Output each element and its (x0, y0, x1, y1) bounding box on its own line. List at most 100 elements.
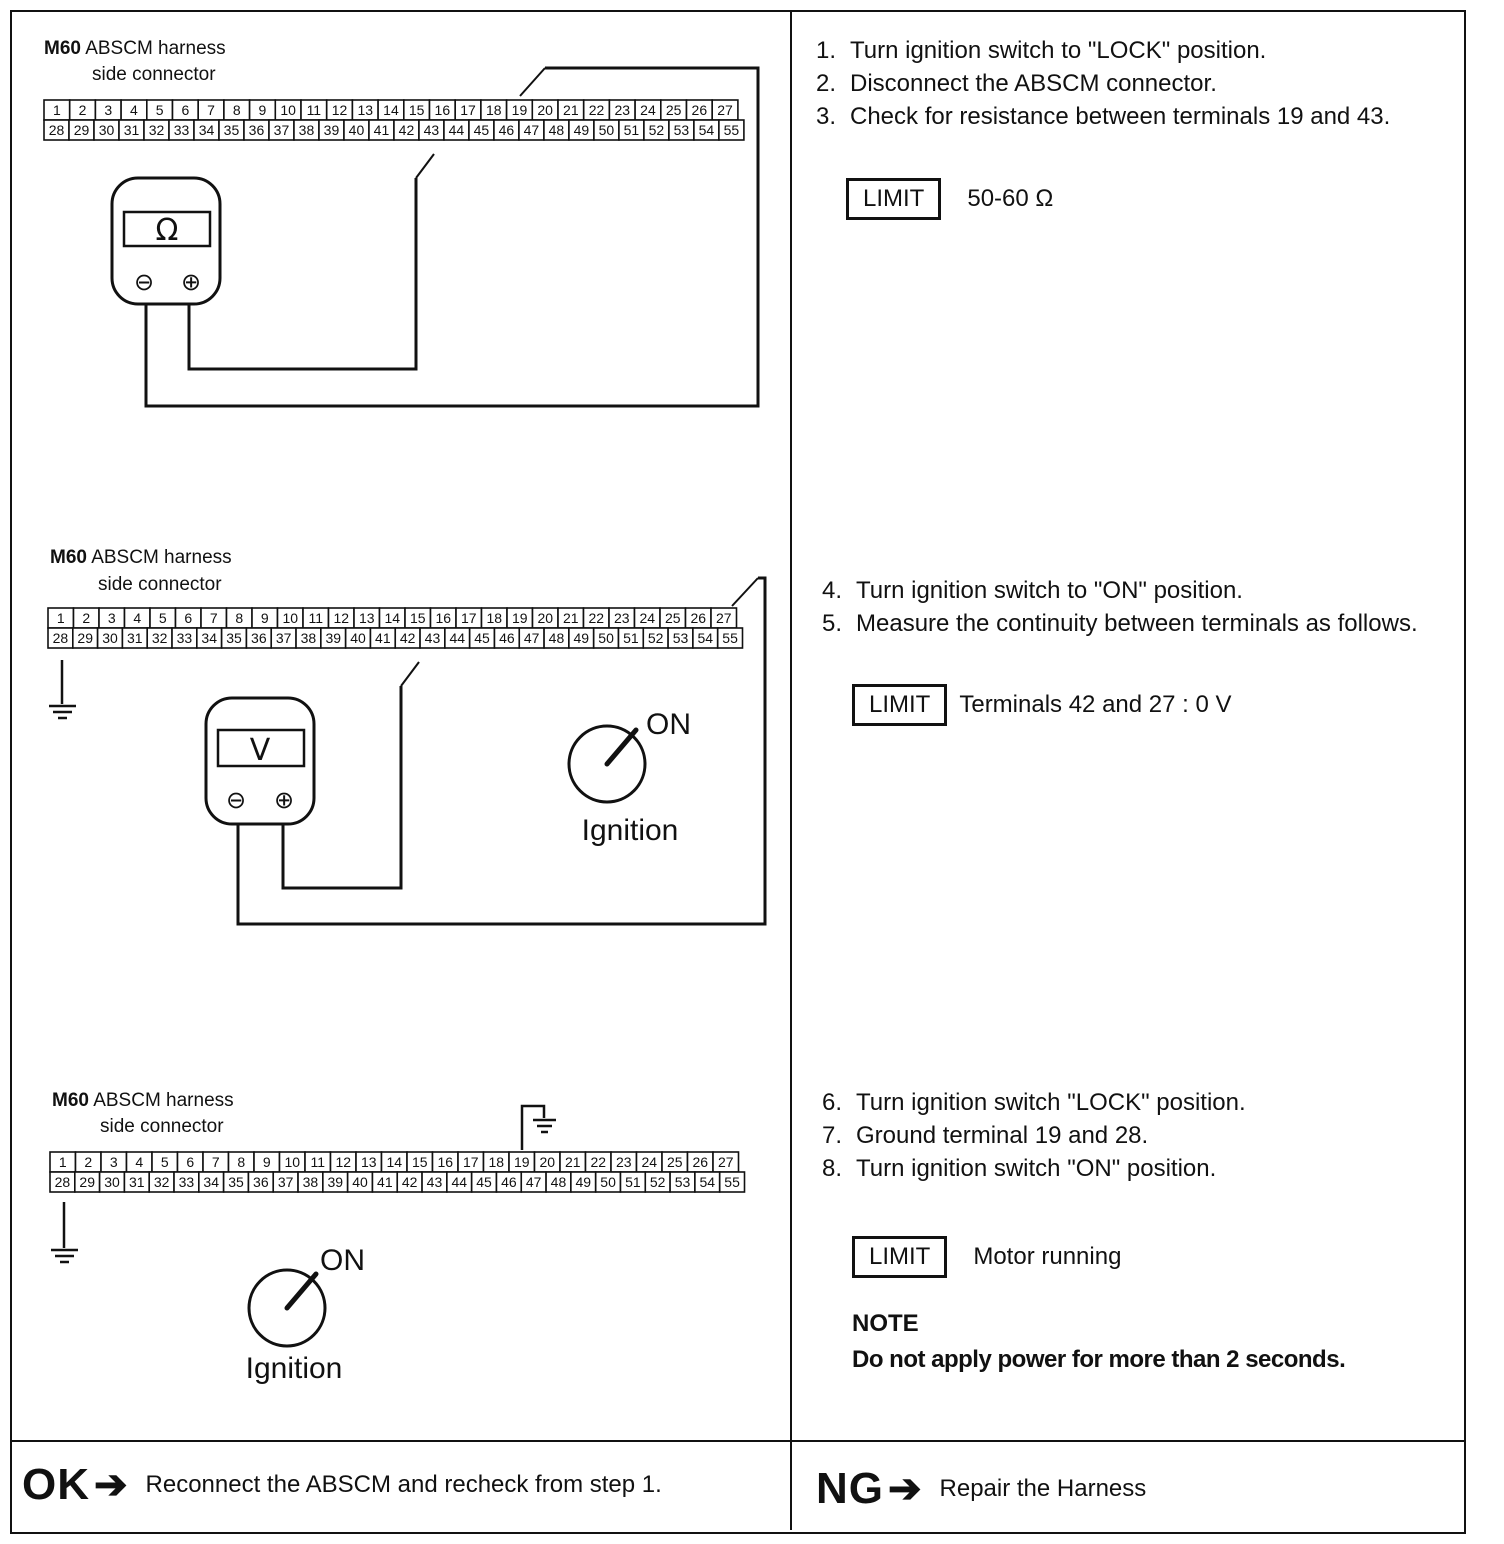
probe-wires-1 (144, 66, 760, 408)
terminal-number: 28 (49, 122, 65, 138)
terminal-number: 48 (549, 122, 565, 138)
voltmeter: V ⊖ ⊕ (204, 696, 316, 826)
terminal-number: 32 (154, 1174, 170, 1190)
step-item: 4.Turn ignition switch to "ON" position. (822, 577, 1243, 604)
terminal-number: 26 (692, 1154, 708, 1170)
terminal-number: 1 (53, 102, 61, 118)
steps-panel-1: 1.Turn ignition switch to "LOCK" positio… (816, 34, 1446, 133)
terminal-number: 40 (352, 1174, 368, 1190)
limit-value: Terminals 42 and 27 : 0 V (959, 691, 1232, 718)
terminal-number: 7 (210, 610, 218, 626)
terminal-number: 14 (386, 1154, 402, 1170)
terminal-number: 9 (263, 1154, 271, 1170)
terminal-number: 27 (717, 102, 733, 118)
steps-panel-3: 6.Turn ignition switch "LOCK" position. … (822, 1086, 1432, 1185)
connector-subtitle-3: side connector (100, 1116, 224, 1137)
terminal-number: 10 (284, 1154, 300, 1170)
ng-action-text: Repair the Harness (939, 1475, 1147, 1502)
terminal-number: 35 (224, 122, 240, 138)
terminal-number: 38 (303, 1174, 319, 1190)
terminal-number: 53 (675, 1174, 691, 1190)
terminal-number: 6 (184, 610, 192, 626)
terminal-number: 22 (589, 102, 605, 118)
terminal-cell (716, 627, 744, 649)
terminal-number: 50 (599, 122, 615, 138)
terminal-number: 25 (665, 610, 681, 626)
terminal-number: 29 (77, 630, 93, 646)
terminal-number: 34 (199, 122, 215, 138)
terminal-number: 6 (181, 102, 189, 118)
terminal-number: 5 (156, 102, 164, 118)
terminal-cell (718, 119, 745, 141)
terminal-number: 8 (237, 1154, 245, 1170)
terminal-number: 3 (104, 102, 112, 118)
terminal-number: 40 (349, 122, 365, 138)
terminal-number: 36 (249, 122, 265, 138)
terminal-number: 17 (463, 1154, 479, 1170)
terminal-number: 9 (259, 102, 267, 118)
limit-row-2: LIMIT Terminals 42 and 27 : 0 V (852, 684, 1232, 726)
terminal-number: 33 (174, 122, 190, 138)
terminal-number: 21 (563, 102, 579, 118)
terminal-number: 36 (253, 1174, 269, 1190)
terminal-number: 34 (203, 1174, 219, 1190)
terminal-number: 47 (524, 122, 540, 138)
terminal-number: 49 (575, 1174, 591, 1190)
terminal-number: 16 (437, 1154, 453, 1170)
terminal-number: 49 (574, 122, 590, 138)
terminal-number: 42 (402, 1174, 418, 1190)
terminal-number: 2 (84, 1154, 92, 1170)
terminal-number: 52 (650, 1174, 666, 1190)
terminal-number: 3 (110, 1154, 118, 1170)
terminal-number: 41 (377, 1174, 393, 1190)
terminal-number: 42 (399, 122, 415, 138)
terminal-number: 33 (177, 630, 193, 646)
terminal-number: 14 (383, 102, 399, 118)
ok-action-text: Reconnect the ABSCM and recheck from ste… (145, 1471, 662, 1498)
connector-subtitle-1: side connector (92, 64, 216, 85)
terminal-number: 44 (451, 1174, 467, 1190)
terminal-number: 12 (335, 1154, 351, 1170)
positive-terminal-icon: ⊕ (274, 786, 294, 814)
voltage-symbol: V (250, 733, 271, 768)
terminal-number: 51 (624, 122, 640, 138)
ignition-label: Ignition (582, 814, 679, 847)
connector-title-3: M60 ABSCM harness (52, 1090, 234, 1111)
terminal-number: 19 (512, 102, 528, 118)
terminal-number: 24 (641, 1154, 657, 1170)
terminal-number: 4 (133, 610, 141, 626)
limit-value: 50-60 Ω (967, 185, 1054, 212)
terminal-number: 13 (361, 1154, 377, 1170)
terminal-number: 23 (614, 102, 630, 118)
terminal-number: 6 (186, 1154, 194, 1170)
terminal-number: 55 (724, 1174, 740, 1190)
terminal-number: 17 (461, 610, 477, 626)
limit-value: Motor running (973, 1243, 1122, 1270)
terminal-number: 37 (276, 630, 292, 646)
terminal-number: 31 (129, 1174, 145, 1190)
terminal-number: 5 (159, 610, 167, 626)
terminal-number: 24 (640, 102, 656, 118)
probe-wires-2 (236, 576, 767, 926)
terminal-number: 24 (639, 610, 655, 626)
ground-wire-3 (51, 1202, 78, 1264)
terminal-number: 15 (412, 1154, 428, 1170)
terminal-number: 34 (201, 630, 217, 646)
terminal-number: 27 (718, 1154, 734, 1170)
terminal-number: 50 (600, 1174, 616, 1190)
terminal-number: 45 (474, 630, 490, 646)
terminal-number: 13 (357, 102, 373, 118)
terminal-number: 8 (235, 610, 243, 626)
result-row-divider (10, 1440, 1464, 1442)
terminal-number: 7 (207, 102, 215, 118)
terminal-number: 29 (74, 122, 90, 138)
terminal-number: 18 (488, 1154, 504, 1170)
terminal-number: 38 (301, 630, 317, 646)
step-item: 6.Turn ignition switch "LOCK" position. (822, 1089, 1246, 1116)
ohm-symbol: Ω (156, 213, 179, 248)
terminal-number: 30 (104, 1174, 120, 1190)
terminal-number: 15 (409, 102, 425, 118)
terminal-number: 46 (499, 122, 515, 138)
